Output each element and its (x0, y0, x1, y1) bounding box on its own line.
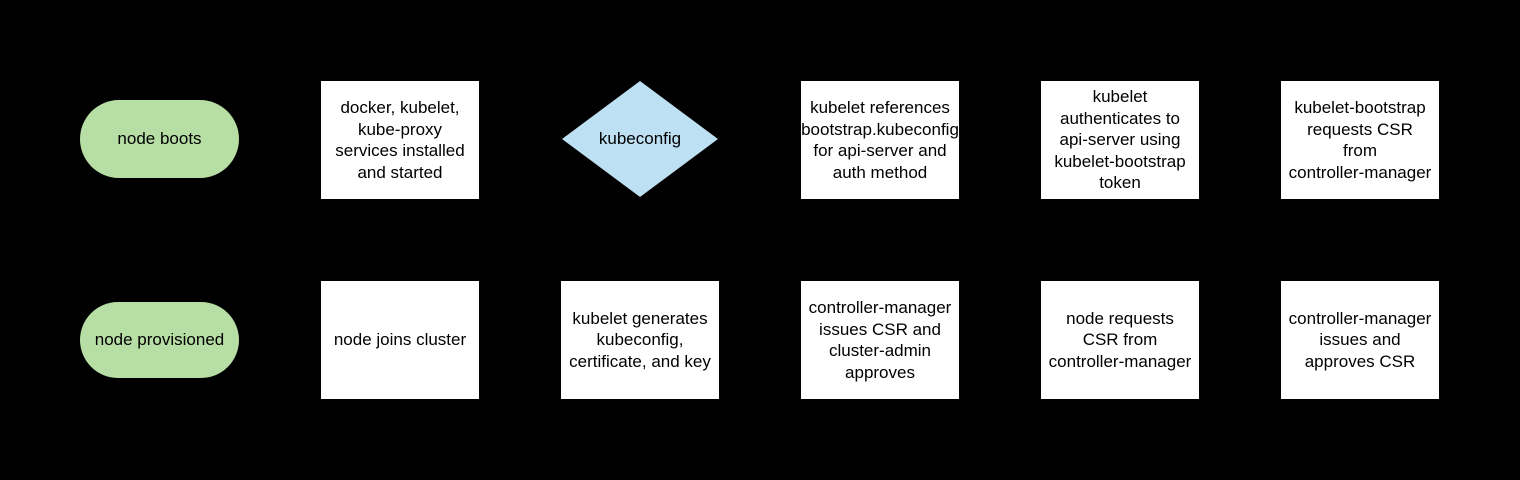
node-label: kubelet-bootstrap requests CSR from cont… (1288, 98, 1432, 182)
flow-node-controller-manager-issues-admin-approves: controller-manager issues CSR and cluste… (801, 281, 959, 399)
node-label: docker, kubelet, kube-proxy services ins… (335, 98, 465, 182)
flow-node-kubeconfig-decision: kubeconfig (562, 81, 718, 197)
flow-node-controller-manager-issues-approves: controller-manager issues and approves C… (1281, 281, 1439, 399)
flow-node-kubelet-bootstrap-requests-csr: kubelet-bootstrap requests CSR from cont… (1281, 81, 1439, 199)
flow-node-node-boots: node boots (80, 100, 239, 178)
flow-node-kubelet-references-bootstrap: kubelet references bootstrap.kubeconfig … (801, 81, 959, 199)
node-label: node joins cluster (333, 330, 467, 350)
flow-node-services-installed: docker, kubelet, kube-proxy services ins… (321, 81, 479, 199)
node-label: node boots (117, 129, 202, 149)
node-label: controller-manager issues and approves C… (1288, 308, 1432, 371)
node-label: kubelet references bootstrap.kubeconfig … (801, 98, 959, 182)
node-label: node requests CSR from controller-manage… (1048, 308, 1192, 371)
node-label: kubelet authenticates to api-server usin… (1054, 87, 1186, 193)
node-label: node provisioned (94, 330, 225, 350)
flow-node-kubelet-authenticates: kubelet authenticates to api-server usin… (1041, 81, 1199, 199)
flow-node-node-requests-csr: node requests CSR from controller-manage… (1041, 281, 1199, 399)
node-label: controller-manager issues CSR and cluste… (808, 298, 952, 382)
node-label: kubeconfig (598, 129, 682, 149)
flow-node-node-joins-cluster: node joins cluster (321, 281, 479, 399)
flow-node-node-provisioned: node provisioned (80, 302, 239, 378)
flow-node-kubelet-generates: kubelet generates kubeconfig, certificat… (561, 281, 719, 399)
node-label: kubelet generates kubeconfig, certificat… (569, 308, 711, 371)
